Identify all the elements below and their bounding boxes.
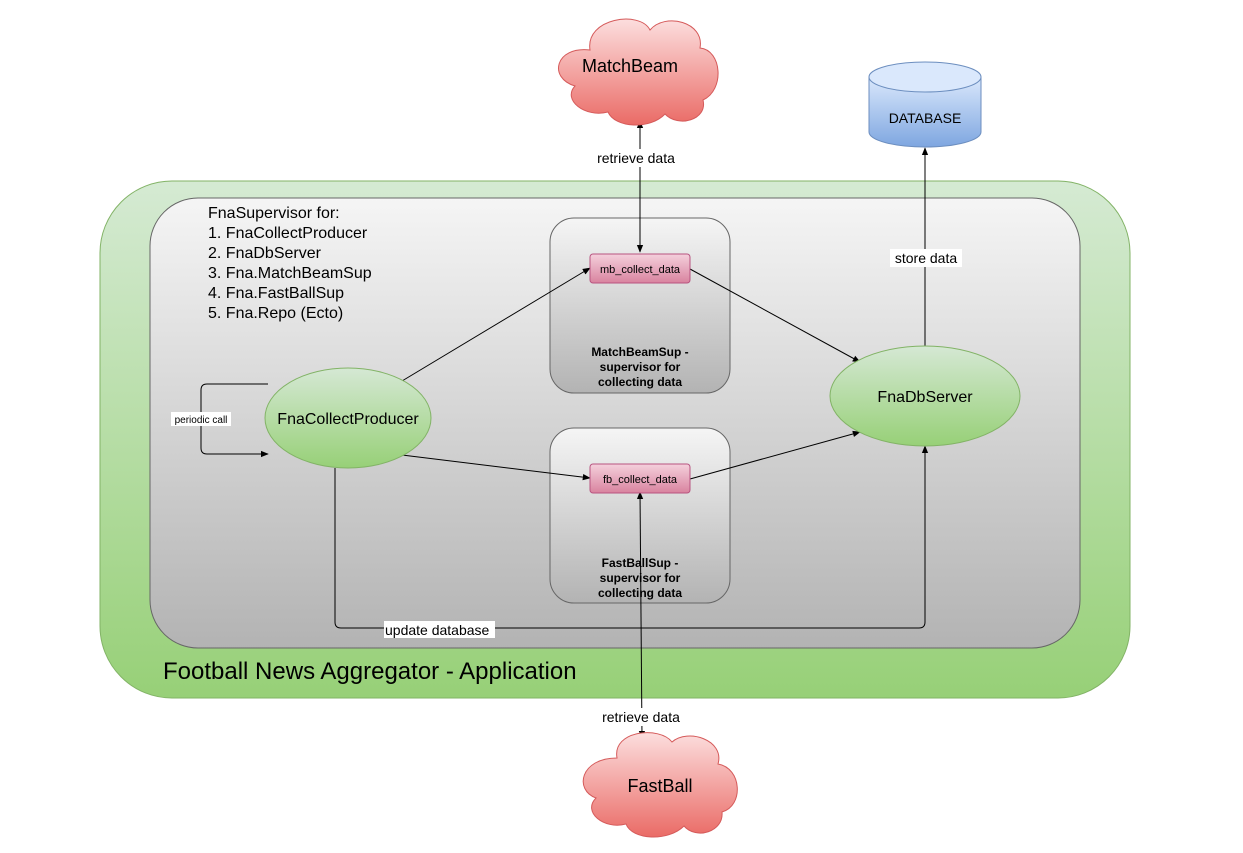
edge-label-retrieve-top: retrieve data xyxy=(597,150,675,166)
fastball-cloud: FastBall xyxy=(582,732,738,838)
matchbeam-sup-label-1: MatchBeamSup - xyxy=(591,345,688,359)
edge-label-retrieve-bottom: retrieve data xyxy=(602,709,680,725)
matchbeam-label: MatchBeam xyxy=(582,56,678,76)
supervisor-child-2: 2. FnaDbServer xyxy=(208,245,322,262)
application-title: Football News Aggregator - Application xyxy=(163,658,577,685)
edge-producer-fb-collect xyxy=(401,454,591,481)
edge-label-store: store data xyxy=(895,250,957,266)
db-server-label: FnaDbServer xyxy=(877,389,973,406)
database-label: DATABASE xyxy=(889,110,962,126)
supervisor-container xyxy=(149,197,1081,649)
edge-fb-collect-dbserver xyxy=(689,430,861,480)
mb-collect-node: mb_collect_data xyxy=(589,253,691,284)
supervisor-child-5: 5. Fna.Repo (Ecto) xyxy=(208,305,343,322)
db-server-node: FnaDbServer xyxy=(829,345,1021,447)
supervisor-child-3: 3. Fna.MatchBeamSup xyxy=(208,265,372,282)
edge-label-update: update database xyxy=(385,622,490,638)
supervisor-heading: FnaSupervisor for: xyxy=(208,205,340,222)
fastball-label: FastBall xyxy=(627,776,692,796)
edge-label-periodic: periodic call xyxy=(175,415,228,426)
edge-producer-mb-collect xyxy=(401,267,591,382)
fastball-sup-label-1: FastBallSup - xyxy=(602,556,679,570)
mb-collect-label: mb_collect_data xyxy=(600,264,681,276)
fastball-sup-label-2: supervisor for xyxy=(600,571,681,585)
matchbeam-cloud: MatchBeam xyxy=(558,18,719,126)
matchbeam-sup-label-2: supervisor for xyxy=(600,360,681,374)
edge-fastball-fb-collect xyxy=(636,491,646,739)
fb-collect-label: fb_collect_data xyxy=(603,474,678,486)
fastball-sup-label-3: collecting data xyxy=(598,586,682,600)
edge-mb-collect-dbserver xyxy=(689,268,861,363)
collect-producer-label: FnaCollectProducer xyxy=(277,411,419,428)
edge-update-database xyxy=(334,445,929,629)
supervisor-child-4: 4. Fna.FastBallSup xyxy=(208,285,344,302)
supervisor-child-1: 1. FnaCollectProducer xyxy=(208,225,368,242)
fb-collect-node: fb_collect_data xyxy=(589,463,691,494)
collect-producer-node: FnaCollectProducer xyxy=(264,367,432,469)
matchbeam-sup-label-3: collecting data xyxy=(598,375,682,389)
database-cylinder: DATABASE xyxy=(868,61,982,148)
